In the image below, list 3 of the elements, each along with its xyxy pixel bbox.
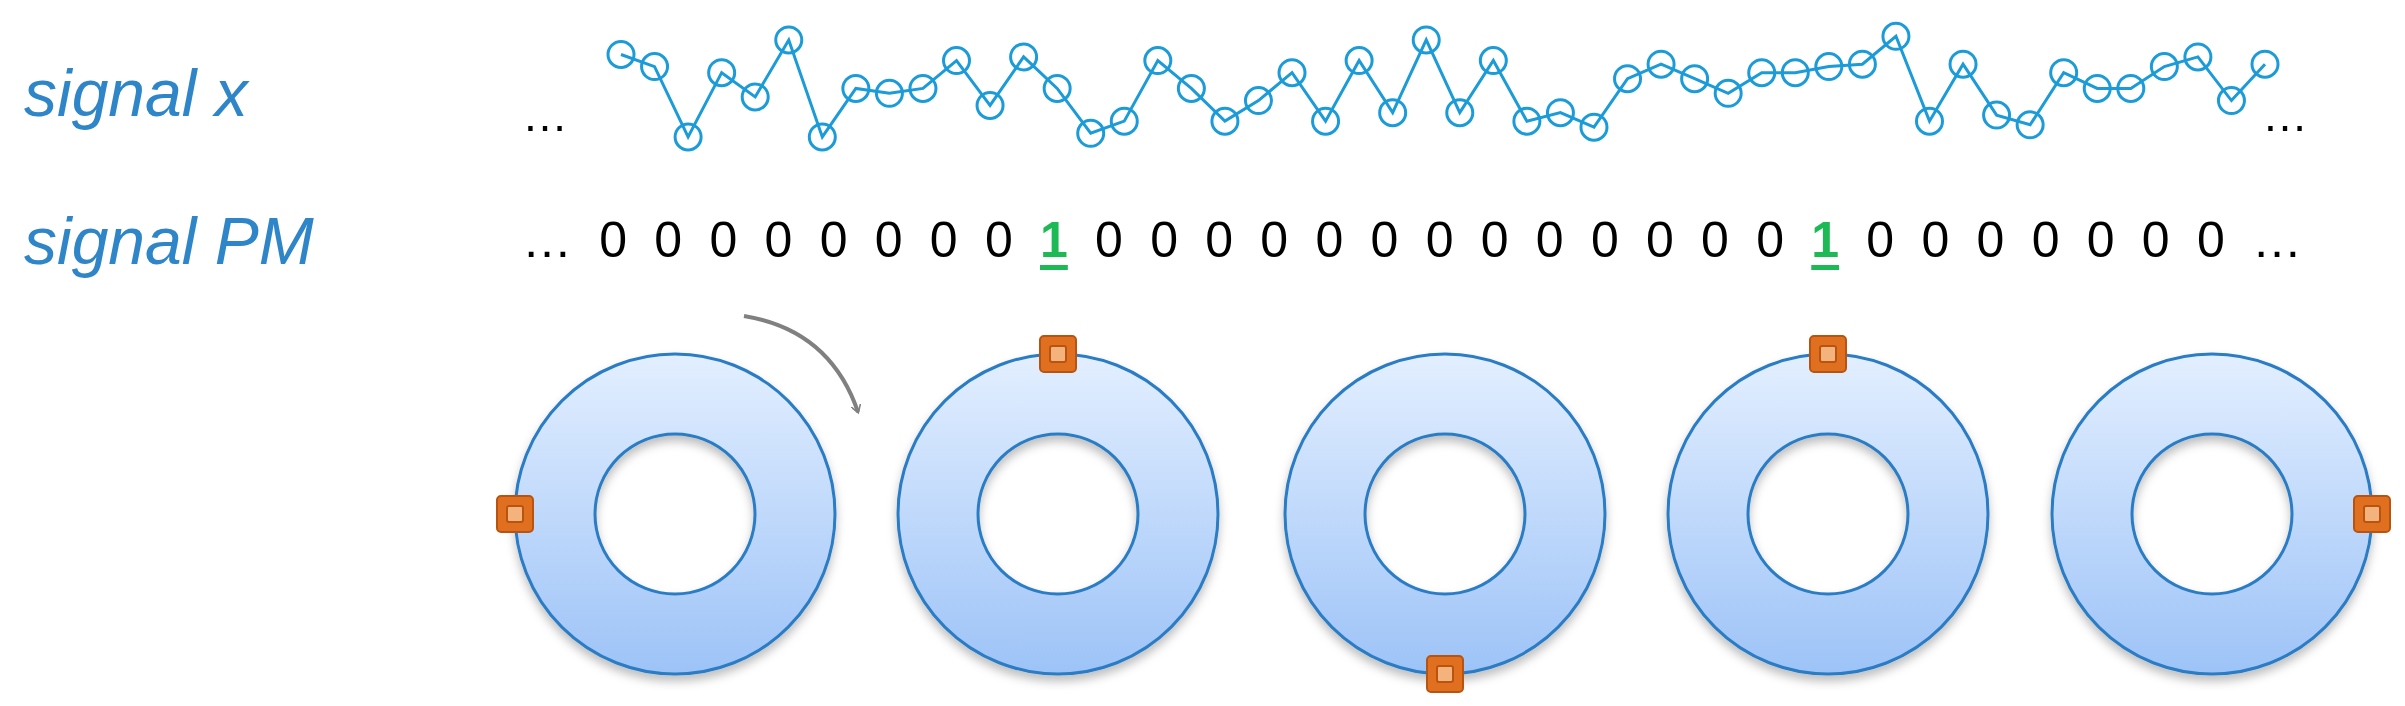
binary-sequence: … 0 0 0 0 0 0 0 0 1 0 0 0 0 0 0 0 0 0 0 0 0 0 1 0 0 0 0 0 0 0 …	[522, 215, 2302, 265]
ellipsis: …	[2262, 92, 2308, 138]
ellipsis: …	[522, 92, 568, 138]
